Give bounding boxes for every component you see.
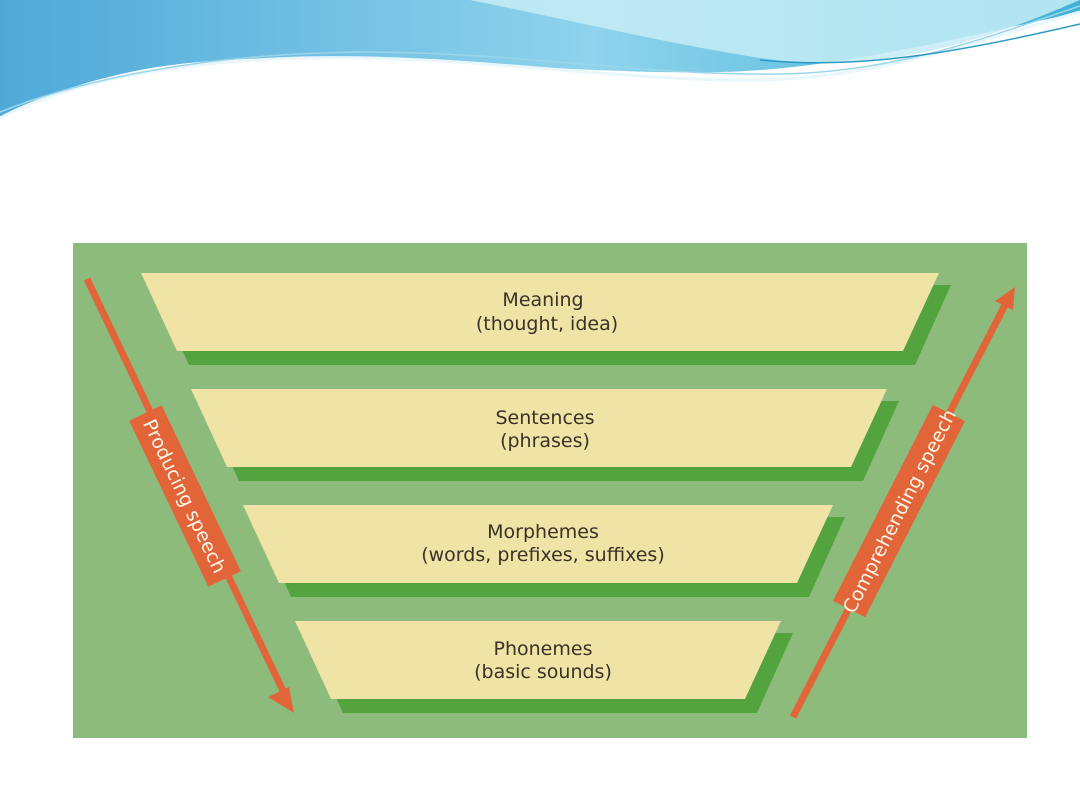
level-phonemes: Phonemes (basic sounds) bbox=[295, 621, 793, 713]
speech-levels-diagram: Meaning (thought, idea) Sentences (phras… bbox=[73, 243, 1027, 738]
level-sentences: Sentences (phrases) bbox=[191, 389, 899, 481]
arrow-head-down-icon bbox=[268, 687, 294, 713]
level-box bbox=[191, 389, 887, 467]
level-title: Meaning bbox=[502, 289, 583, 311]
level-box bbox=[243, 505, 833, 583]
arrow-head-up-icon bbox=[995, 287, 1015, 310]
level-subtitle: (words, prefixes, suffixes) bbox=[421, 544, 665, 566]
level-box bbox=[141, 273, 939, 351]
arrow-label-box bbox=[833, 404, 965, 618]
level-subtitle: (phrases) bbox=[500, 430, 590, 452]
wave-banner bbox=[0, 0, 1080, 120]
arrow-label-box bbox=[129, 405, 241, 587]
level-title: Sentences bbox=[495, 407, 594, 429]
level-box bbox=[295, 621, 781, 699]
level-subtitle: (basic sounds) bbox=[474, 661, 612, 683]
level-meaning: Meaning (thought, idea) bbox=[141, 273, 951, 365]
level-title: Morphemes bbox=[487, 521, 599, 543]
level-subtitle: (thought, idea) bbox=[476, 313, 618, 335]
level-morphemes: Morphemes (words, prefixes, suffixes) bbox=[243, 505, 845, 597]
level-title: Phonemes bbox=[494, 638, 593, 660]
